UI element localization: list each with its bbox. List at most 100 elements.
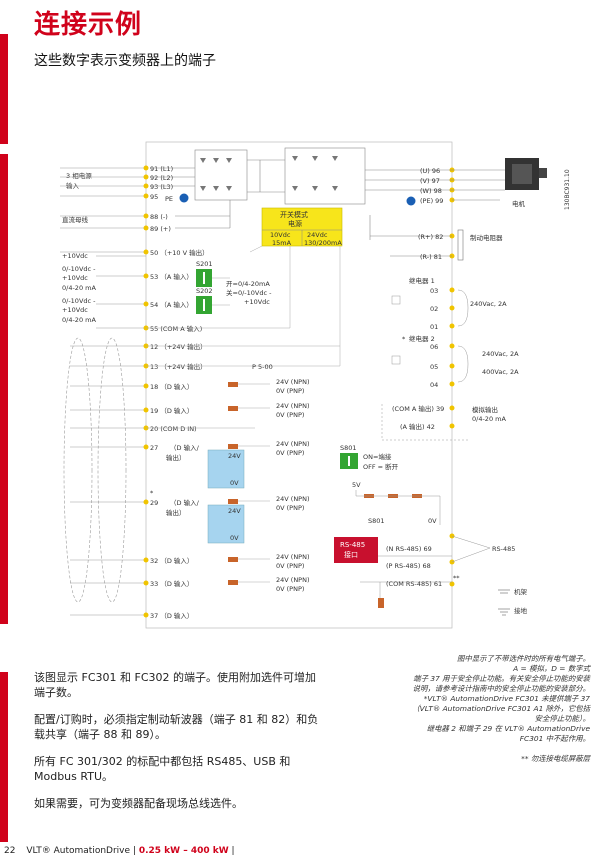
- terminal-95: 95: [150, 193, 158, 201]
- di29-pnp: 0V (PNP): [276, 504, 304, 512]
- terminal-29-desc-2: 输出）: [166, 508, 186, 517]
- page-subtitle: 这些数字表示变频器上的端子: [34, 53, 216, 69]
- di33-npn: 24V (NPN): [276, 576, 310, 584]
- diagram-code: 130BC931.10: [564, 169, 571, 210]
- terminal-33: 33 （D 输入）: [150, 579, 193, 588]
- terminal-pe-right: (PE) 99: [420, 197, 443, 205]
- label-ain53-1: 0/-10Vdc -: [62, 265, 96, 273]
- terminal-12: 12 （+24V 输出）: [150, 342, 207, 351]
- terminal-19: 19 （D 输入）: [150, 406, 193, 415]
- psu-10v-1: 10Vdc: [270, 231, 291, 239]
- body-paragraph-1: 该图显示 FC301 和 FC302 的端子。使用附加选件可增加端子数。: [34, 671, 316, 699]
- rs485-5v: 5V: [352, 481, 361, 489]
- terminal-42: (A 输出) 42: [400, 422, 435, 431]
- terminal-20: 20 (COM D IN): [150, 425, 197, 433]
- s801-off: OFF = 断开: [363, 462, 399, 471]
- terminal-89: 89 (+): [150, 225, 171, 233]
- terminal-39: (COM A 输出) 39: [392, 404, 444, 413]
- io29-24v: 24V: [228, 507, 241, 515]
- terminal-27-desc-2: 输出）: [166, 453, 186, 462]
- label-10vdc: +10Vdc: [62, 252, 88, 260]
- di29-npn: 24V (NPN): [276, 495, 310, 503]
- di33-pnp: 0V (PNP): [276, 585, 304, 593]
- power-range: 0.25 kW – 400 kW: [138, 846, 229, 856]
- label-mains-in-2: 输入: [66, 181, 80, 190]
- switch-off-text: 关=0/-10Vdc -: [226, 288, 272, 297]
- io27-24v: 24V: [228, 452, 241, 460]
- page-title: 连接示例: [34, 10, 143, 40]
- terminal-u: (U) 96: [420, 167, 440, 175]
- relay2-star: *: [402, 335, 406, 343]
- note-2: A = 模拟，D = 数字式: [513, 664, 590, 673]
- switch-off-text-2: +10Vdc: [244, 298, 270, 306]
- pe-dot-right: [406, 196, 416, 206]
- io29-0v: 0V: [230, 534, 239, 542]
- diagram-notes: 图中显示了不带选件时的所有电气端子。 A = 模拟，D = 数字式 端子 37 …: [410, 654, 590, 764]
- relay2-label: 继电器 2: [409, 334, 435, 343]
- margin-bar-bottom: [0, 672, 8, 842]
- terminal-88: 88 (-): [150, 213, 168, 221]
- earth-label: 接地: [514, 606, 528, 615]
- rs485-double-star: **: [453, 574, 460, 582]
- terminal-27: 27: [150, 444, 158, 452]
- param-p500: P 5-00: [252, 363, 273, 371]
- rs485-box-1: RS-485: [340, 541, 365, 549]
- io27-box: [207, 449, 245, 489]
- terminal-27-desc-1: （D 输入/: [170, 443, 200, 452]
- terminal-54: 54 （A 输入）: [150, 300, 193, 309]
- di32-pnp: 0V (PNP): [276, 562, 304, 570]
- di19-npn: 24V (NPN): [276, 402, 310, 410]
- rs485-0v: 0V: [428, 517, 437, 525]
- terminal-92: 92 (L2): [150, 174, 173, 182]
- switch-s202-label: S202: [196, 287, 213, 295]
- label-ain54-3: 0/4-20 mA: [62, 316, 96, 324]
- relay1-label: 继电器 1: [409, 276, 435, 285]
- pe-dot-left: [179, 193, 189, 203]
- relay-02: 02: [430, 305, 438, 313]
- di27-pnp: 0V (PNP): [276, 449, 304, 457]
- psu-24v-2: 130/200mA: [304, 239, 342, 247]
- connection-diagram: 130BC931.10 3 相电源 输入 直流母线 +10Vdc 0/-10Vd…: [60, 141, 571, 629]
- label-ain54-2: +10Vdc: [62, 306, 88, 314]
- chassis-label: 机架: [514, 587, 528, 596]
- rs485-interface-box: [334, 537, 378, 563]
- io29-box: [207, 504, 245, 544]
- label-ain53-2: +10Vdc: [62, 274, 88, 282]
- label-ain54-1: 0/-10Vdc -: [62, 297, 96, 305]
- terminal-91: 91 (L1): [150, 165, 173, 173]
- note-3: 端子 37 用于安全停止功能。有关安全停止功能的安装说明，请参考设计指南中的安全…: [412, 674, 590, 693]
- label-mains-in-1: 3 相电源: [66, 171, 92, 180]
- analog-out-2: 0/4-20 mA: [472, 415, 506, 423]
- s801-on: ON=端接: [363, 452, 392, 461]
- terminal-61: (COM RS-485) 61: [386, 580, 442, 588]
- s801-b: S801: [368, 517, 385, 525]
- note-1: 图中显示了不带选件时的所有电气端子。: [456, 654, 590, 663]
- psu-10v-2: 15mA: [272, 239, 292, 247]
- di18-npn: 24V (NPN): [276, 378, 310, 386]
- terminal-81: (R-) 81: [420, 253, 442, 261]
- terminal-18: 18 （D 输入）: [150, 382, 193, 391]
- motor-label: 电机: [512, 199, 526, 208]
- brake-resistor: [457, 229, 464, 261]
- product-name: VLT® AutomationDrive: [26, 846, 131, 856]
- terminal-68: (P RS-485) 68: [386, 562, 431, 570]
- relay-05: 05: [430, 363, 438, 371]
- note-6: ** 勿连接电缆屏蔽层: [521, 754, 590, 763]
- page-footer: 22 VLT® AutomationDrive | 0.25 kW – 400 …: [4, 846, 235, 856]
- margin-bar-mid: [0, 154, 8, 624]
- terminal-37: 37 （D 输入）: [150, 611, 193, 620]
- terminal-50: 50 （+10 V 输出）: [150, 248, 209, 257]
- di19-pnp: 0V (PNP): [276, 411, 304, 419]
- relay-01: 01: [430, 323, 438, 331]
- body-paragraph-4: 如果需要，可为变频器配备现场总线选件。: [34, 797, 243, 810]
- terminal-v: (V) 97: [420, 177, 440, 185]
- psu-title-1: 开关模式: [280, 210, 308, 219]
- relay2-rating-1: 240Vac, 2A: [482, 350, 519, 358]
- rs485-label: RS-485: [492, 545, 515, 553]
- analog-out-1: 模拟输出: [472, 405, 498, 414]
- terminal-32: 32 （D 输入）: [150, 556, 193, 565]
- relay1-rating: 240Vac, 2A: [470, 300, 507, 308]
- switch-on-text: 开=0/4-20mA: [226, 280, 270, 288]
- terminal-69: (N RS-485) 69: [386, 545, 432, 553]
- label-ain53-3: 0/4-20 mA: [62, 284, 96, 292]
